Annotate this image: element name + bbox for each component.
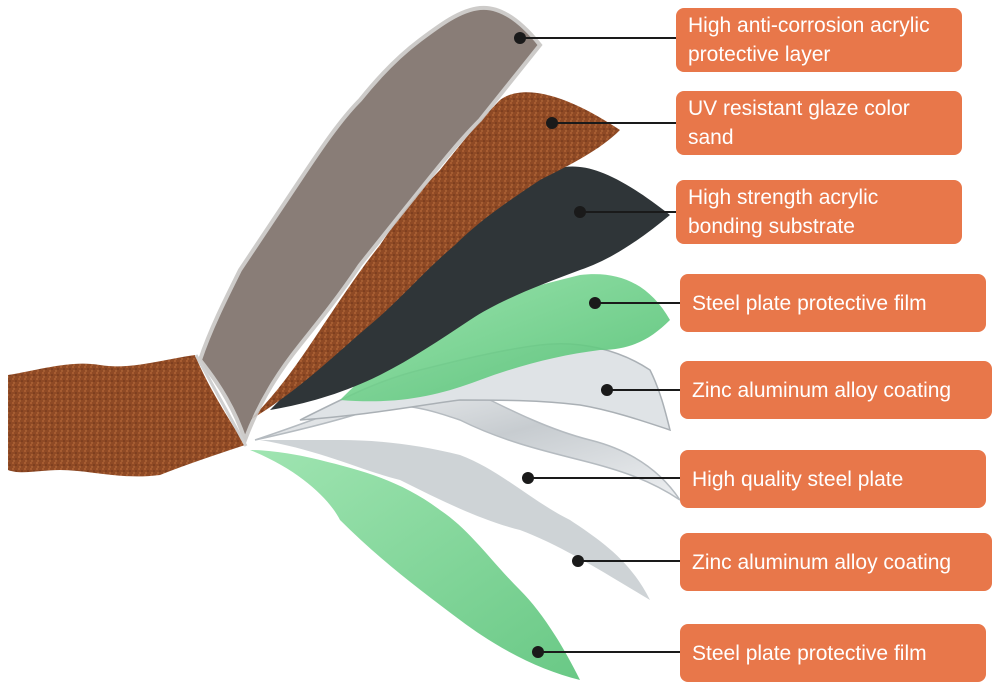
leader-dot-2 bbox=[546, 117, 558, 129]
label-upper-protective-film: Steel plate protective film bbox=[680, 274, 986, 332]
label-text: Steel plate protective film bbox=[692, 289, 927, 318]
label-glaze-color-sand: UV resistant glaze color sand bbox=[676, 91, 962, 155]
label-lower-protective-film: Steel plate protective film bbox=[680, 624, 986, 682]
label-text: Steel plate protective film bbox=[692, 639, 927, 668]
leader-dot-8 bbox=[532, 646, 544, 658]
label-text: UV resistant glaze color sand bbox=[688, 94, 950, 152]
label-text: High strength acrylic bonding substrate bbox=[688, 183, 950, 241]
label-text: Zinc aluminum alloy coating bbox=[692, 548, 951, 577]
label-text: High anti-corrosion acrylic protective l… bbox=[688, 11, 950, 69]
leader-dot-3 bbox=[574, 206, 586, 218]
leader-dot-6 bbox=[522, 472, 534, 484]
label-acrylic-protective-layer: High anti-corrosion acrylic protective l… bbox=[676, 8, 962, 72]
leader-dot-5 bbox=[601, 384, 613, 396]
label-text: Zinc aluminum alloy coating bbox=[692, 376, 951, 405]
label-bonding-substrate: High strength acrylic bonding substrate bbox=[676, 180, 962, 244]
leader-dot-1 bbox=[514, 32, 526, 44]
label-lower-zinc-aluminum-coating: Zinc aluminum alloy coating bbox=[680, 533, 992, 591]
leader-dot-7 bbox=[572, 555, 584, 567]
label-text: High quality steel plate bbox=[692, 465, 903, 494]
label-upper-zinc-aluminum-coating: Zinc aluminum alloy coating bbox=[680, 361, 992, 419]
leader-dot-4 bbox=[589, 297, 601, 309]
label-steel-plate: High quality steel plate bbox=[680, 450, 986, 508]
